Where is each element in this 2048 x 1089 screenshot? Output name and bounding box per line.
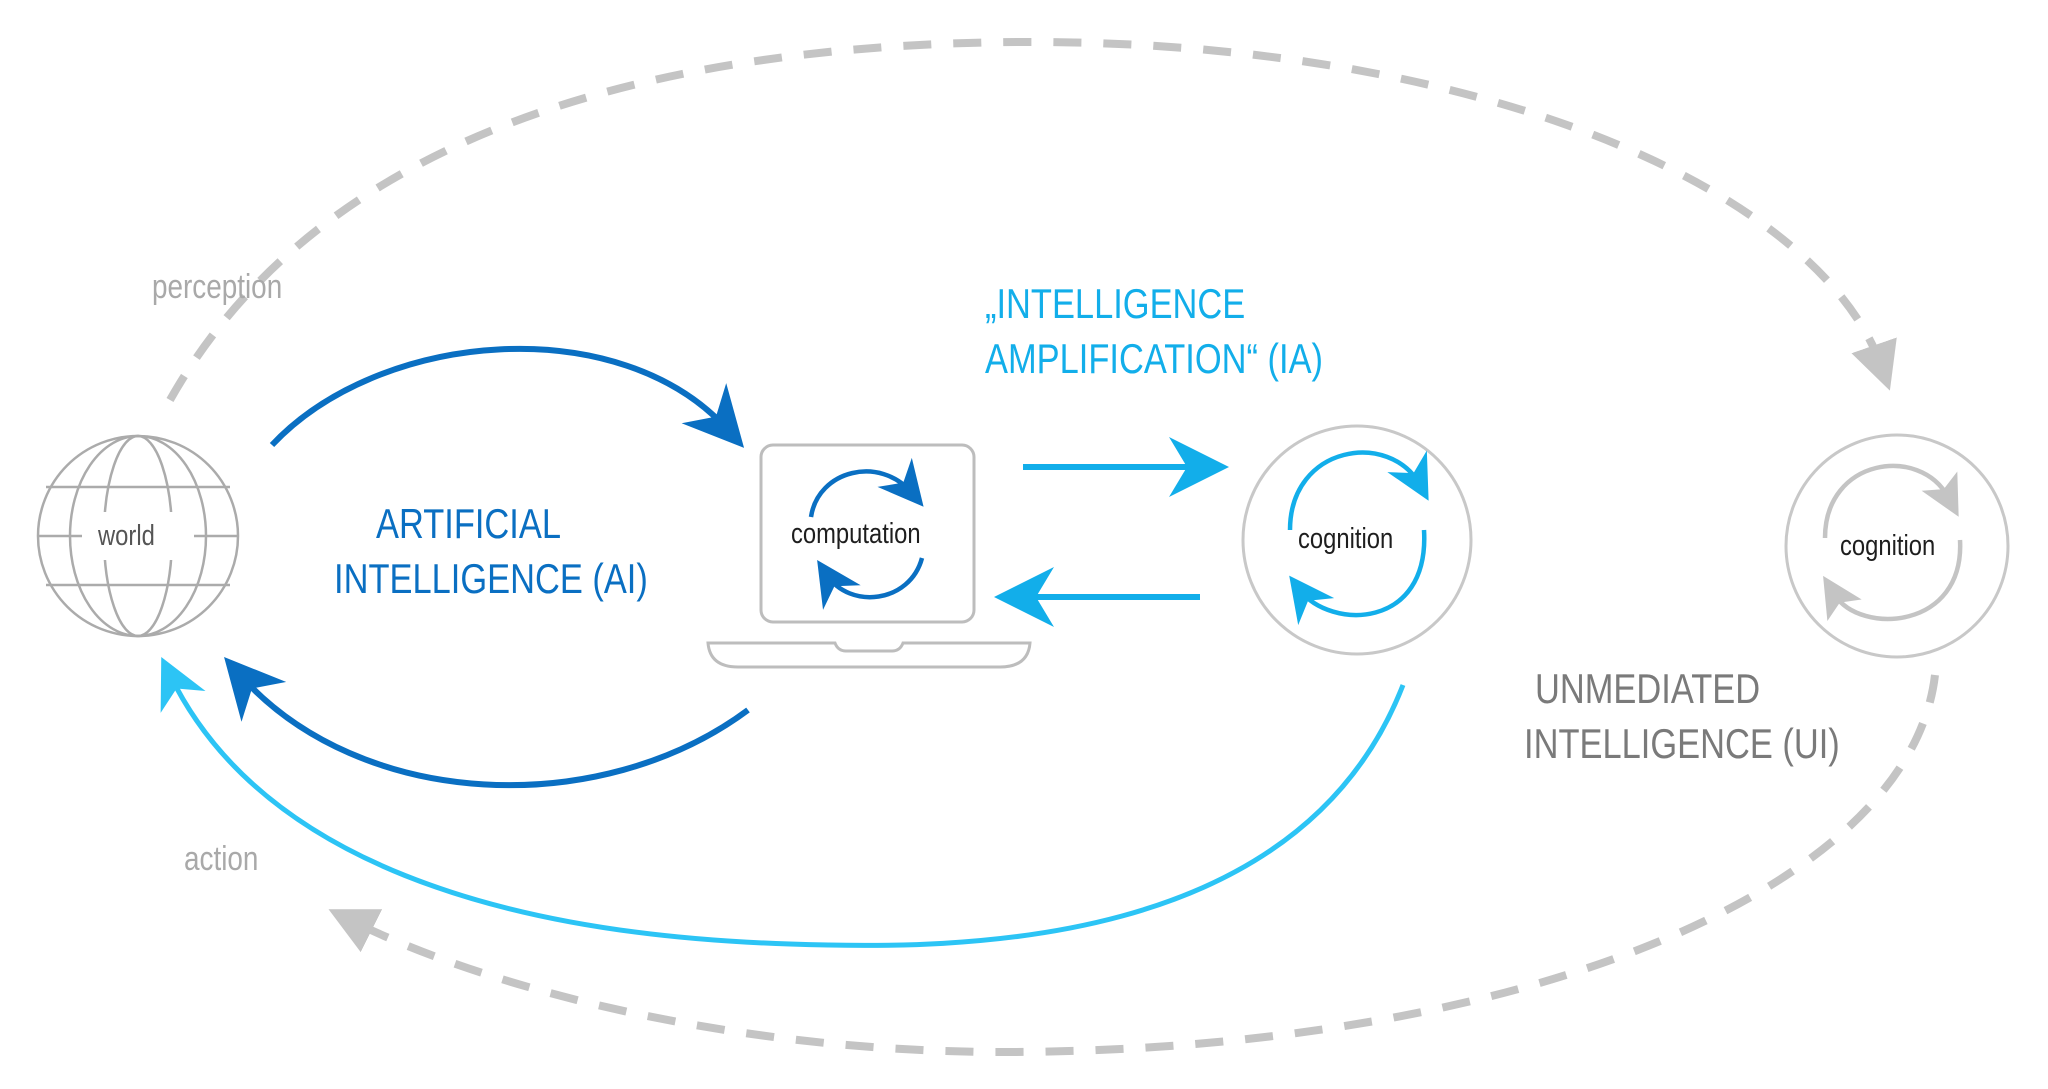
laptop-icon [706,443,1032,669]
ia-action-arrow-to-world [160,657,1406,948]
computation-cycle-icon [808,457,925,610]
ui-title-line1: UNMEDIATED [1535,665,1761,712]
world-label-bg [84,512,192,560]
world-label: world [98,520,155,552]
perception-label: perception [152,268,283,306]
cognition-ia-circle [1241,424,1473,656]
ai-arrow-computation-to-world [224,657,750,789]
cognition-ui-label: cognition [1840,530,1936,562]
cognition-ui-cycle-icon [1822,463,1963,622]
ai-arrow-world-to-computation [269,345,745,448]
computation-label: computation [791,518,921,550]
action-dashed-arrow [328,674,1939,1057]
ai-title-line2: INTELLIGENCE (AI) [334,555,648,602]
ia-title-line1: „INTELLIGENCE [985,280,1246,327]
perception-dashed-arrow [166,37,1897,402]
ui-title-line2: INTELLIGENCE (UI) [1524,720,1840,767]
cognition-ia-cycle-icon [1287,450,1429,626]
cognition-ui-circle [1784,433,2010,659]
action-label: action [184,840,259,878]
ia-title-line2: AMPLIFICATION“ (IA) [985,335,1324,382]
cognition-ia-label: cognition [1298,523,1394,555]
ai-title-line1: ARTIFICIAL [376,500,561,547]
